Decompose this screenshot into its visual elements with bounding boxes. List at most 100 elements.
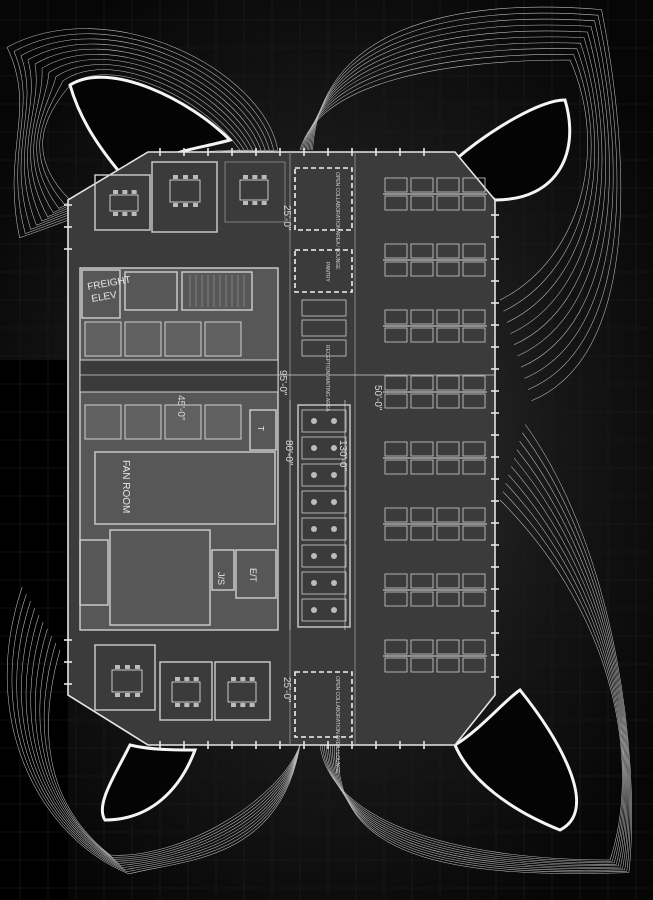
petal-northwest bbox=[68, 75, 233, 185]
desk bbox=[436, 309, 460, 325]
desk bbox=[384, 657, 408, 673]
desk bbox=[436, 375, 460, 391]
pod-seat bbox=[311, 499, 317, 505]
dim-corridor-east: 50'-0" bbox=[372, 385, 383, 411]
desk bbox=[384, 441, 408, 457]
desk bbox=[384, 375, 408, 391]
desk bbox=[462, 327, 486, 343]
desk bbox=[462, 459, 486, 475]
desk bbox=[384, 243, 408, 259]
chair bbox=[135, 693, 140, 697]
contour-line-se bbox=[336, 432, 631, 873]
contour-line-sw bbox=[43, 642, 301, 858]
desk bbox=[436, 393, 460, 409]
chair bbox=[131, 190, 137, 194]
desk bbox=[410, 309, 434, 325]
chair bbox=[122, 190, 128, 194]
phone-pod bbox=[301, 490, 347, 514]
dim-depth-80: 80'-0" bbox=[283, 440, 294, 466]
desk bbox=[462, 441, 486, 457]
desk bbox=[384, 573, 408, 589]
chair bbox=[193, 203, 198, 207]
contour-line-sw bbox=[16, 600, 301, 870]
chair bbox=[252, 201, 258, 205]
office-north bbox=[224, 161, 286, 223]
desk bbox=[410, 177, 434, 193]
collab-area-top bbox=[294, 167, 353, 231]
chair bbox=[193, 175, 198, 179]
chair bbox=[193, 703, 199, 707]
desk bbox=[462, 657, 486, 673]
conference-room-3 bbox=[94, 644, 156, 711]
desk bbox=[462, 261, 486, 277]
desk bbox=[436, 195, 460, 211]
contour-line-ne bbox=[303, 42, 599, 334]
conference-room-2 bbox=[151, 161, 218, 233]
desk bbox=[410, 657, 434, 673]
desk bbox=[410, 507, 434, 523]
chair bbox=[193, 677, 199, 681]
pod-seat bbox=[331, 580, 337, 586]
conference-room-1 bbox=[94, 174, 151, 231]
conference-room-5 bbox=[214, 661, 271, 721]
elevator-cab bbox=[164, 404, 202, 440]
phone-pod bbox=[301, 409, 347, 433]
reception-pod bbox=[301, 319, 347, 337]
desk bbox=[410, 261, 434, 277]
chair bbox=[261, 175, 267, 179]
chair bbox=[125, 665, 130, 669]
desk bbox=[436, 657, 460, 673]
contour-line-ne bbox=[302, 48, 596, 323]
meeting-tables bbox=[109, 175, 269, 707]
desk bbox=[384, 459, 408, 475]
contour-line-se bbox=[334, 441, 630, 871]
chair bbox=[125, 693, 130, 697]
desk bbox=[462, 243, 486, 259]
electrical-room bbox=[235, 549, 277, 599]
zone-pantry: PANTRY bbox=[324, 262, 330, 282]
chair bbox=[115, 665, 120, 669]
pod-seat bbox=[331, 472, 337, 478]
chair bbox=[240, 677, 246, 681]
desk bbox=[462, 507, 486, 523]
meeting-table bbox=[227, 681, 257, 703]
elevator-cabs bbox=[84, 321, 242, 440]
pod-seat bbox=[311, 526, 317, 532]
pod-seat bbox=[311, 580, 317, 586]
petal-southeast bbox=[453, 687, 579, 832]
reception-pod bbox=[301, 339, 347, 357]
contour-line-sw bbox=[21, 607, 301, 868]
meeting-table bbox=[109, 194, 139, 212]
phone-room-pods bbox=[301, 299, 347, 622]
chair bbox=[175, 703, 180, 707]
toilet-label: T bbox=[256, 426, 265, 431]
contour-line-sw bbox=[11, 593, 301, 873]
phone-pod bbox=[301, 517, 347, 541]
desk bbox=[384, 261, 408, 277]
desk bbox=[410, 375, 434, 391]
desk bbox=[462, 525, 486, 541]
desk bbox=[384, 195, 408, 211]
desk bbox=[410, 195, 434, 211]
phone-rooms bbox=[297, 404, 351, 628]
desk bbox=[410, 525, 434, 541]
desk bbox=[462, 309, 486, 325]
conference-room-4 bbox=[159, 661, 213, 721]
desk bbox=[384, 591, 408, 607]
desk bbox=[410, 441, 434, 457]
desk bbox=[462, 375, 486, 391]
pod-seat bbox=[311, 418, 317, 424]
chair bbox=[249, 677, 255, 681]
desk bbox=[436, 459, 460, 475]
desk bbox=[462, 639, 486, 655]
landscape-petals bbox=[68, 75, 579, 832]
desk bbox=[410, 591, 434, 607]
elevator-cab bbox=[84, 404, 122, 440]
freight-elev-label-2: ELEV bbox=[91, 290, 118, 305]
desk bbox=[462, 393, 486, 409]
adjacent-building-block bbox=[0, 360, 68, 900]
collab-area-bottom bbox=[294, 671, 353, 738]
contour-line-ne bbox=[312, 6, 622, 402]
desk bbox=[436, 327, 460, 343]
pod-seat bbox=[331, 499, 337, 505]
